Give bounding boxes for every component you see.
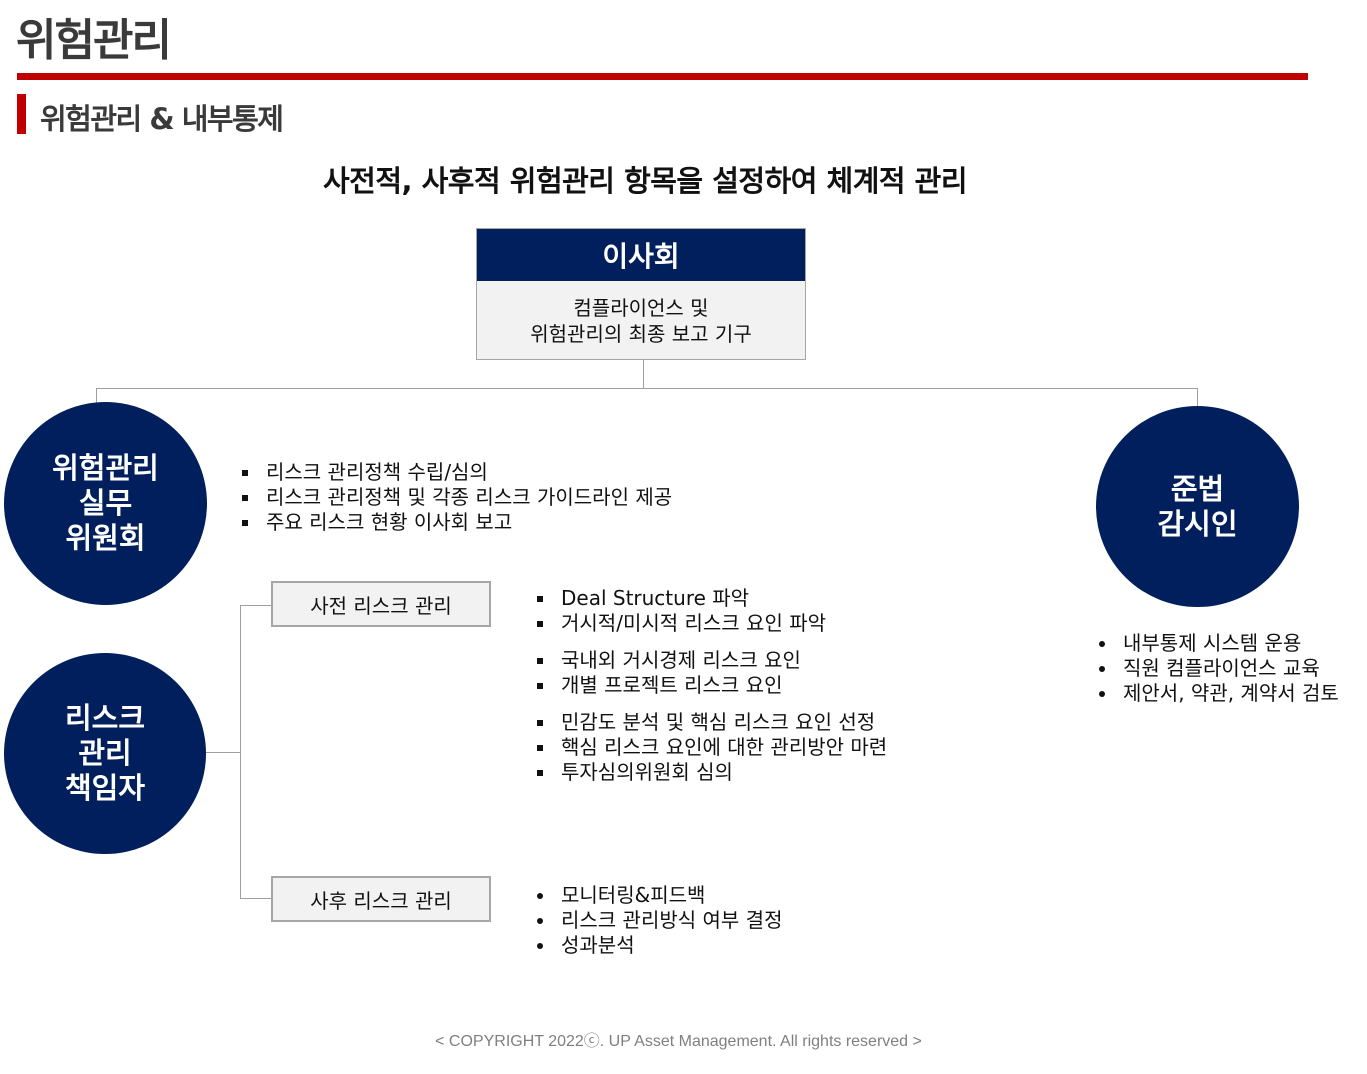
list-item: 내부통제 시스템 운용 <box>1097 631 1339 656</box>
list-item: 국내외 거시경제 리스크 요인 <box>535 648 887 673</box>
circle-label: 실무 <box>78 486 133 520</box>
board-description: 컴플라이언스 및 위험관리의 최종 보고 기구 <box>477 281 805 347</box>
list-item: 리스크 관리정책 수립/심의 <box>240 460 672 485</box>
connector-horizontal <box>96 388 1198 389</box>
committee-duties-list: 리스크 관리정책 수립/심의 리스크 관리정책 및 각종 리스크 가이드라인 제… <box>240 460 672 535</box>
pre-risk-box: 사전 리스크 관리 <box>271 581 491 627</box>
compliance-duties-list: 내부통제 시스템 운용 직원 컴플라이언스 교육 제안서, 약관, 계약서 검토 <box>1097 631 1339 706</box>
list-item: 핵심 리스크 요인에 대한 관리방안 마련 <box>535 735 887 760</box>
board-title: 이사회 <box>477 229 805 281</box>
title-divider <box>17 73 1308 80</box>
compliance-officer-circle: 준법 감시인 <box>1096 406 1299 607</box>
pre-risk-group: 국내외 거시경제 리스크 요인 개별 프로젝트 리스크 요인 <box>535 648 887 698</box>
list-item: 민감도 분석 및 핵심 리스크 요인 선정 <box>535 710 887 735</box>
list-item: 개별 프로젝트 리스크 요인 <box>535 673 887 698</box>
post-risk-list: 모니터링&피드백 리스크 관리방식 여부 결정 성과분석 <box>535 883 782 958</box>
circle-label: 책임자 <box>64 771 146 805</box>
headline: 사전적, 사후적 위험관리 항목을 설정하여 체계적 관리 <box>322 164 968 198</box>
list-item: 주요 리스크 현황 이사회 보고 <box>240 510 672 535</box>
post-risk-box: 사후 리스크 관리 <box>271 876 491 922</box>
circle-label: 위험관리 <box>52 451 159 485</box>
list-item: 제안서, 약관, 계약서 검토 <box>1097 681 1339 706</box>
board-desc-line: 위험관리의 최종 보고 기구 <box>530 322 752 346</box>
board-box: 이사회 컴플라이언스 및 위험관리의 최종 보고 기구 <box>476 228 806 360</box>
circle-label: 리스크 <box>64 701 146 735</box>
page-title: 위험관리 <box>16 15 172 66</box>
list-item: 리스크 관리방식 여부 결정 <box>535 908 782 933</box>
list-item: Deal Structure 파악 <box>535 586 887 611</box>
list-item: 직원 컴플라이언스 교육 <box>1097 656 1339 681</box>
pre-risk-group: Deal Structure 파악 거시적/미시적 리스크 요인 파악 <box>535 586 887 636</box>
connector-to-post-risk <box>240 898 272 899</box>
connector-to-pre-risk <box>240 605 272 606</box>
list-item: 거시적/미시적 리스크 요인 파악 <box>535 611 887 636</box>
pre-risk-group: 민감도 분석 및 핵심 리스크 요인 선정 핵심 리스크 요인에 대한 관리방안… <box>535 710 887 785</box>
connector-officer-right <box>205 752 241 753</box>
section-marker <box>17 94 26 134</box>
circle-label: 위원회 <box>65 521 146 555</box>
connector-left-down <box>96 388 97 404</box>
connector-board-down <box>643 360 644 389</box>
connector-vertical-trunk <box>240 605 241 899</box>
circle-label: 관리 <box>78 736 132 770</box>
connector-right-down <box>1197 388 1198 408</box>
section-title: 위험관리 & 내부통제 <box>40 102 284 136</box>
risk-committee-circle: 위험관리 실무 위원회 <box>4 402 207 605</box>
pre-risk-details: Deal Structure 파악 거시적/미시적 리스크 요인 파악 국내외 … <box>535 586 887 785</box>
list-item: 리스크 관리정책 및 각종 리스크 가이드라인 제공 <box>240 485 672 510</box>
list-item: 모니터링&피드백 <box>535 883 782 908</box>
copyright-footer: < COPYRIGHT 2022ⓒ. UP Asset Management. … <box>435 1033 922 1050</box>
list-item: 투자심의위원회 심의 <box>535 760 887 785</box>
risk-officer-circle: 리스크 관리 책임자 <box>4 653 206 854</box>
circle-label: 준법 <box>1170 471 1225 506</box>
circle-label: 감시인 <box>1157 506 1238 541</box>
list-item: 성과분석 <box>535 933 782 958</box>
board-desc-line: 컴플라이언스 및 <box>573 296 709 320</box>
